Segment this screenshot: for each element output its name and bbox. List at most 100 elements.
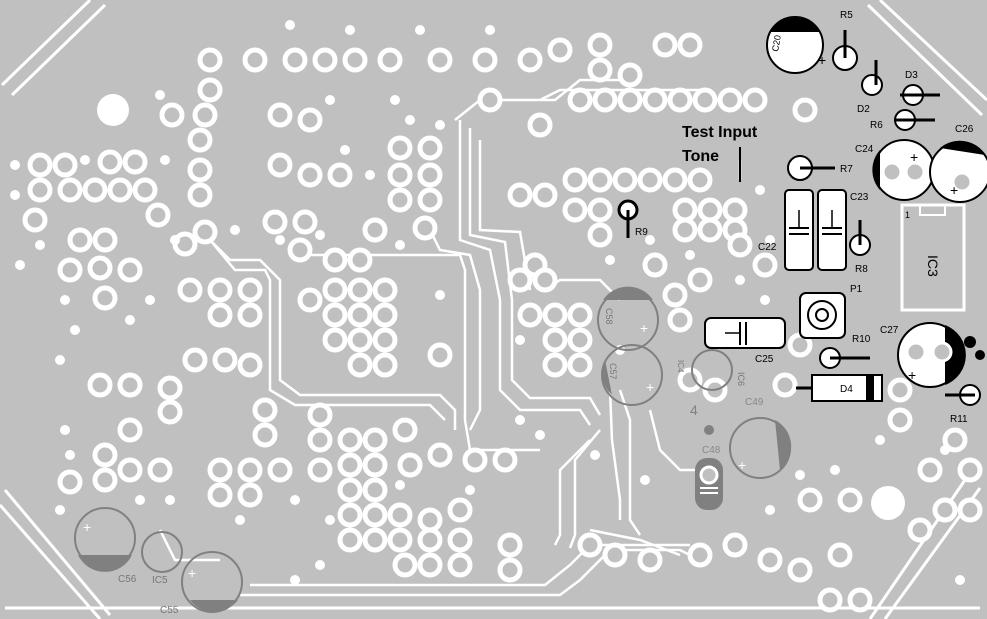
pad bbox=[742, 87, 768, 113]
pad bbox=[612, 167, 638, 193]
via bbox=[10, 160, 20, 170]
component-c27: C27 + bbox=[880, 322, 966, 388]
pad bbox=[207, 302, 233, 328]
pad bbox=[497, 557, 523, 583]
pad bbox=[757, 547, 783, 573]
pad bbox=[427, 442, 453, 468]
pad bbox=[397, 452, 423, 478]
pad bbox=[417, 552, 443, 578]
pad bbox=[687, 542, 713, 568]
pad bbox=[297, 287, 323, 313]
annotation-line-1: Test Input bbox=[682, 124, 758, 141]
pad bbox=[677, 32, 703, 58]
pad bbox=[267, 457, 293, 483]
pad bbox=[652, 32, 678, 58]
pad bbox=[637, 547, 663, 573]
pad bbox=[532, 267, 558, 293]
label-ic4: IC4 bbox=[676, 360, 685, 373]
pad bbox=[447, 497, 473, 523]
via bbox=[795, 470, 805, 480]
pad bbox=[372, 302, 398, 328]
pad bbox=[212, 347, 238, 373]
pad bbox=[192, 102, 218, 128]
pad bbox=[362, 217, 388, 243]
via bbox=[80, 155, 90, 165]
via bbox=[755, 185, 765, 195]
pad bbox=[462, 447, 488, 473]
label-c58: C58 bbox=[604, 308, 614, 325]
pad bbox=[847, 587, 873, 613]
pad bbox=[347, 247, 373, 273]
pad bbox=[717, 87, 743, 113]
pad bbox=[497, 532, 523, 558]
component-c20: + C20 bbox=[766, 16, 826, 74]
pad bbox=[122, 149, 148, 175]
pad bbox=[592, 87, 618, 113]
component-c55: + C55 bbox=[160, 551, 243, 616]
via bbox=[315, 560, 325, 570]
pad bbox=[362, 427, 388, 453]
pad bbox=[182, 347, 208, 373]
via bbox=[515, 415, 525, 425]
pad bbox=[387, 135, 413, 161]
svg-text:+: + bbox=[646, 379, 654, 395]
pad bbox=[92, 442, 118, 468]
pad bbox=[722, 532, 748, 558]
pad bbox=[347, 327, 373, 353]
via bbox=[55, 505, 65, 515]
pad bbox=[662, 282, 688, 308]
pad bbox=[159, 102, 185, 128]
pad bbox=[567, 302, 593, 328]
via bbox=[405, 115, 415, 125]
pad bbox=[587, 197, 613, 223]
via bbox=[145, 295, 155, 305]
component-c49: C49 + bbox=[729, 397, 792, 479]
pad bbox=[587, 57, 613, 83]
via bbox=[60, 295, 70, 305]
label-r9: R9 bbox=[635, 227, 648, 238]
via bbox=[10, 190, 20, 200]
via bbox=[60, 425, 70, 435]
label-r5: R5 bbox=[840, 10, 853, 21]
label-ic3: IC3 bbox=[925, 255, 941, 277]
pad bbox=[187, 127, 213, 153]
pad bbox=[567, 352, 593, 378]
component-c56: + C56 bbox=[74, 507, 137, 585]
pad bbox=[447, 527, 473, 553]
pad bbox=[587, 222, 613, 248]
pad bbox=[827, 542, 853, 568]
via bbox=[735, 275, 745, 285]
pad bbox=[262, 209, 288, 235]
via-group bbox=[10, 20, 965, 585]
pad bbox=[107, 177, 133, 203]
pad bbox=[92, 227, 118, 253]
pad bbox=[252, 397, 278, 423]
via bbox=[315, 230, 325, 240]
pad bbox=[92, 285, 118, 311]
component-r9: R9 bbox=[617, 199, 648, 238]
via bbox=[640, 475, 650, 485]
via bbox=[165, 495, 175, 505]
pad bbox=[177, 277, 203, 303]
pad bbox=[477, 87, 503, 113]
pad bbox=[587, 167, 613, 193]
pad bbox=[57, 257, 83, 283]
pad bbox=[532, 182, 558, 208]
via bbox=[415, 25, 425, 35]
pad bbox=[517, 47, 543, 73]
pad bbox=[957, 497, 983, 523]
component-c58: + C58 bbox=[597, 286, 659, 351]
pad bbox=[237, 457, 263, 483]
via bbox=[135, 495, 145, 505]
pad bbox=[307, 457, 333, 483]
pad bbox=[547, 37, 573, 63]
pad bbox=[157, 375, 183, 401]
pad bbox=[132, 177, 158, 203]
via bbox=[290, 575, 300, 585]
pad bbox=[692, 87, 718, 113]
pad bbox=[117, 257, 143, 283]
pad bbox=[387, 502, 413, 528]
mounting-hole bbox=[871, 486, 905, 520]
pad bbox=[727, 232, 753, 258]
